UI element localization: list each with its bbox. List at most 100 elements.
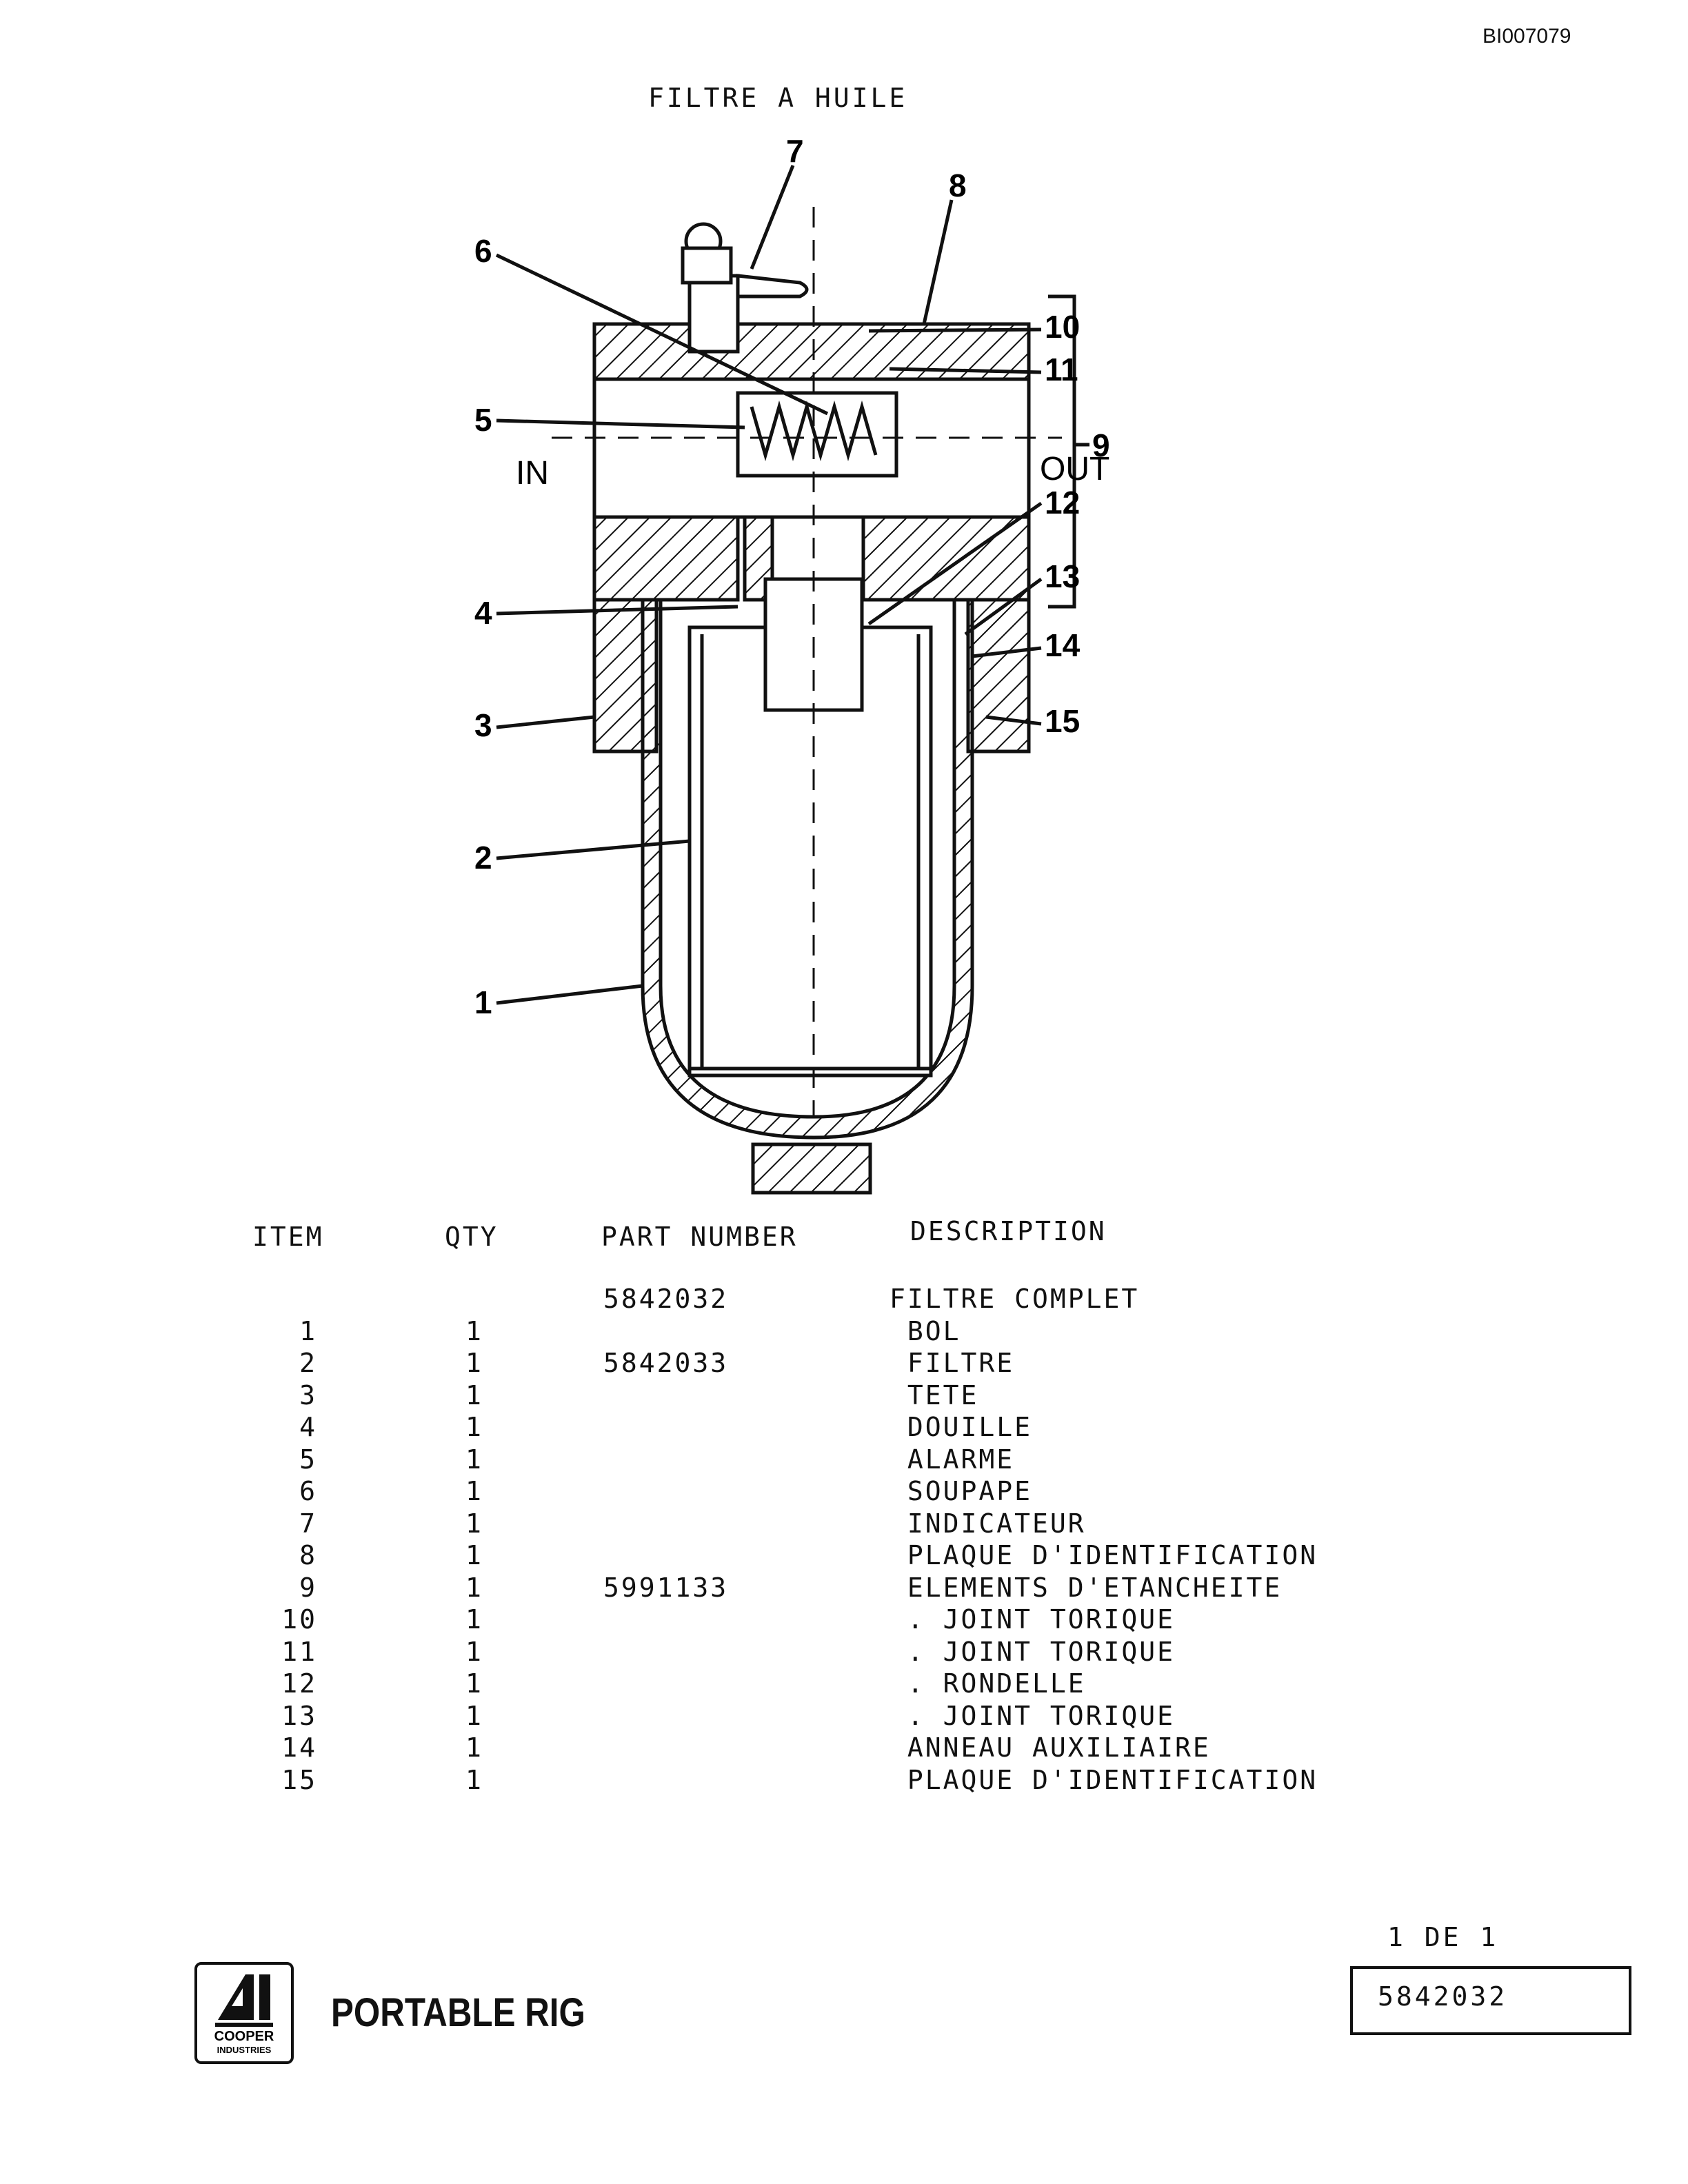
item-cell: 8 <box>299 1540 317 1570</box>
callout-15: 15 <box>1045 703 1080 739</box>
port-out-label: OUT <box>1040 451 1109 487</box>
callout-7: 7 <box>786 133 804 169</box>
table-row: 14 1 ANNEAU AUXILIAIRE <box>0 1732 1688 1765</box>
leader-10 <box>868 327 1042 333</box>
svg-text:COOPER: COOPER <box>214 2029 274 2044</box>
item-cell: 3 <box>299 1379 317 1410</box>
description-cell: ALARME <box>890 1444 1015 1475</box>
page-indicator: 1 DE 1 <box>1387 1922 1499 1952</box>
svg-text:INDUSTRIES: INDUSTRIES <box>217 2045 272 2055</box>
table-row: 9 1 5991133 ELEMENTS D'ETANCHEITE <box>0 1573 1688 1605</box>
part-number-cell: 5991133 <box>603 1572 729 1603</box>
item-cell: 12 <box>281 1668 317 1699</box>
part-number-cell: 5842032 <box>603 1284 729 1314</box>
callout-2: 2 <box>474 840 492 876</box>
leader-1 <box>496 984 643 1005</box>
callout-6: 6 <box>474 233 492 269</box>
head-skirt-left <box>592 598 659 754</box>
leader-5 <box>496 418 745 429</box>
table-row: 3 1 TETE <box>0 1380 1688 1413</box>
item-cell: 10 <box>281 1604 317 1635</box>
column-header-part-number: PART NUMBER <box>601 1222 798 1252</box>
leader-4 <box>496 605 738 616</box>
description-cell: BOL <box>890 1315 961 1346</box>
callout-4: 4 <box>474 595 492 631</box>
table-row: 6 1 SOUPAPE <box>0 1476 1688 1508</box>
column-header-description: DESCRIPTION <box>910 1216 1107 1246</box>
description-cell: ELEMENTS D'ETANCHEITE <box>890 1572 1283 1603</box>
item-cell: 14 <box>281 1732 317 1763</box>
diagram-title: FILTRE A HUILE <box>648 83 908 113</box>
callout-8: 8 <box>949 168 967 203</box>
description-cell: SOUPAPE <box>890 1476 1033 1506</box>
footer-part-number-box: 5842032 <box>1350 1966 1631 2035</box>
callout-10: 10 <box>1045 309 1080 345</box>
description-cell: . RONDELLE <box>890 1668 1086 1699</box>
qty-cell: 1 <box>465 1444 483 1475</box>
filter-cross-section-diagram: 7 8 6 5 10 11 9 12 13 4 14 15 3 2 1 IN O… <box>474 133 1110 1195</box>
qty-cell: 1 <box>465 1476 483 1506</box>
qty-cell: 1 <box>465 1540 483 1570</box>
description-cell: INDICATEUR <box>890 1508 1086 1539</box>
callout-14: 14 <box>1045 627 1081 663</box>
port-in-label: IN <box>516 455 549 492</box>
description-cell: PLAQUE D'IDENTIFICATION <box>890 1764 1318 1795</box>
leader-8 <box>922 199 954 325</box>
description-cell: FILTRE COMPLET <box>890 1284 1140 1314</box>
item-cell: 7 <box>299 1508 317 1539</box>
description-cell: TETE <box>890 1379 979 1410</box>
callout-11: 11 <box>1045 352 1078 387</box>
item-cell: 2 <box>299 1348 317 1378</box>
item-cell: 5 <box>299 1444 317 1475</box>
qty-cell: 1 <box>465 1732 483 1763</box>
callout-12: 12 <box>1045 485 1080 520</box>
qty-cell: 1 <box>465 1700 483 1731</box>
qty-cell: 1 <box>465 1636 483 1667</box>
leader-14 <box>972 646 1042 658</box>
callout-1: 1 <box>474 984 492 1020</box>
qty-cell: 1 <box>465 1348 483 1378</box>
item-cell: 1 <box>299 1315 317 1346</box>
description-cell: FILTRE <box>890 1348 1015 1378</box>
leader-3 <box>496 715 595 729</box>
description-cell: . JOINT TORIQUE <box>890 1604 1176 1635</box>
qty-cell: 1 <box>465 1412 483 1442</box>
item-cell: 6 <box>299 1476 317 1506</box>
description-cell: ANNEAU AUXILIAIRE <box>890 1732 1211 1763</box>
qty-cell: 1 <box>465 1572 483 1603</box>
qty-cell: 1 <box>465 1379 483 1410</box>
description-cell: . JOINT TORIQUE <box>890 1700 1176 1731</box>
table-row: 12 1 . RONDELLE <box>0 1668 1688 1701</box>
item-cell: 11 <box>281 1636 317 1667</box>
drain-plug <box>751 1142 872 1195</box>
callout-5: 5 <box>474 402 492 438</box>
leader-7 <box>750 165 795 270</box>
head-skirt-right <box>966 598 1031 754</box>
leader-2 <box>496 839 690 860</box>
callout-9: 9 <box>1092 427 1110 463</box>
leader-11 <box>889 367 1042 374</box>
leader-12 <box>867 501 1043 626</box>
column-header-qty: QTY <box>445 1222 499 1252</box>
indicator-lever <box>736 274 809 299</box>
head-top-block <box>592 322 1031 381</box>
leader-15 <box>985 715 1042 726</box>
qty-cell: 1 <box>465 1668 483 1699</box>
callout-3: 3 <box>474 707 492 743</box>
qty-cell: 1 <box>465 1764 483 1795</box>
item-cell: 9 <box>299 1572 317 1603</box>
qty-cell: 1 <box>465 1315 483 1346</box>
item-cell: 4 <box>299 1412 317 1442</box>
item-cell: 15 <box>281 1764 317 1795</box>
cooper-industries-logo: COOPER INDUSTRIES <box>194 1962 294 2064</box>
leader-13 <box>964 577 1043 636</box>
leader-6 <box>495 253 829 416</box>
part-number-cell: 5842033 <box>603 1348 729 1378</box>
table-row: 1 1 BOL <box>0 1316 1688 1348</box>
indicator-stem <box>687 274 740 354</box>
item-cell: 13 <box>281 1700 317 1731</box>
